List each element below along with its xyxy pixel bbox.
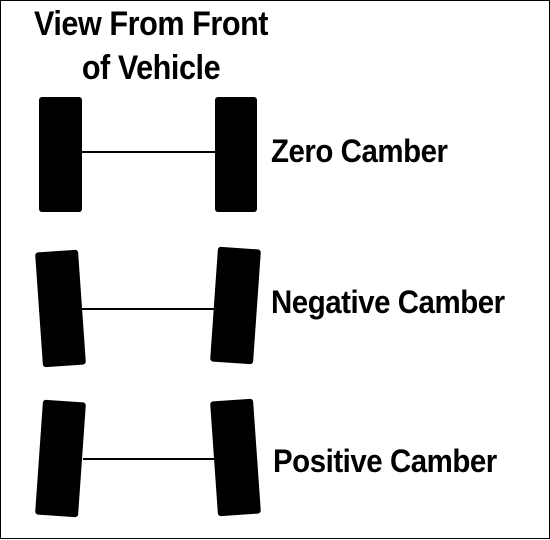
positive-camber-left-tire <box>35 399 86 518</box>
zero-camber-left-tire <box>39 97 82 212</box>
zero-camber-right-tire <box>215 97 257 212</box>
negative-camber-assembly <box>35 246 261 368</box>
negative-camber-left-tire <box>35 249 86 368</box>
positive-camber-assembly <box>35 398 261 518</box>
title-line-2: of Vehicle <box>81 49 221 87</box>
negative-camber-label: Negative Camber <box>271 284 505 320</box>
positive-camber-right-tire <box>210 398 261 517</box>
zero-camber-assembly <box>39 97 257 212</box>
positive-camber-label: Positive Camber <box>273 443 497 479</box>
negative-camber-right-tire <box>210 246 261 365</box>
zero-camber-label: Zero Camber <box>271 133 448 169</box>
title-line-1: View From Front <box>33 5 269 43</box>
